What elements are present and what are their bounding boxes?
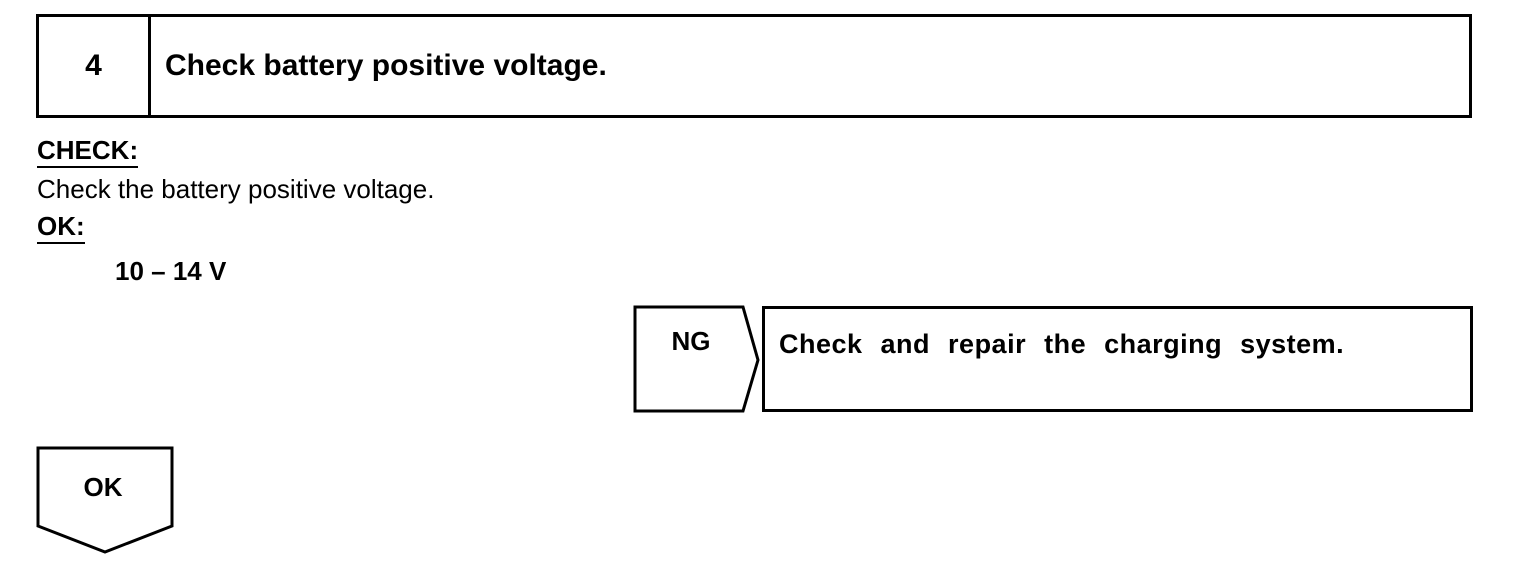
check-text: Check the battery positive voltage.: [37, 174, 435, 204]
ng-label: NG: [671, 326, 711, 356]
ng-action-box: Check and repair the charging system.: [762, 306, 1473, 412]
check-label: CHECK:: [37, 136, 139, 168]
ok-arrow-icon: [36, 446, 174, 554]
ng-arrow-icon: [633, 305, 760, 413]
step-title: Check battery positive voltage.: [165, 49, 607, 82]
step-header-box: 4 Check battery positive voltage.: [36, 14, 1472, 118]
ng-action-text: Check and repair the charging system.: [779, 329, 1345, 359]
ok-branch-label: OK: [83, 472, 123, 502]
ok-spec-value: 10 – 14 V: [115, 256, 227, 286]
step-number: 4: [39, 17, 151, 115]
ok-label: OK:: [37, 212, 85, 244]
